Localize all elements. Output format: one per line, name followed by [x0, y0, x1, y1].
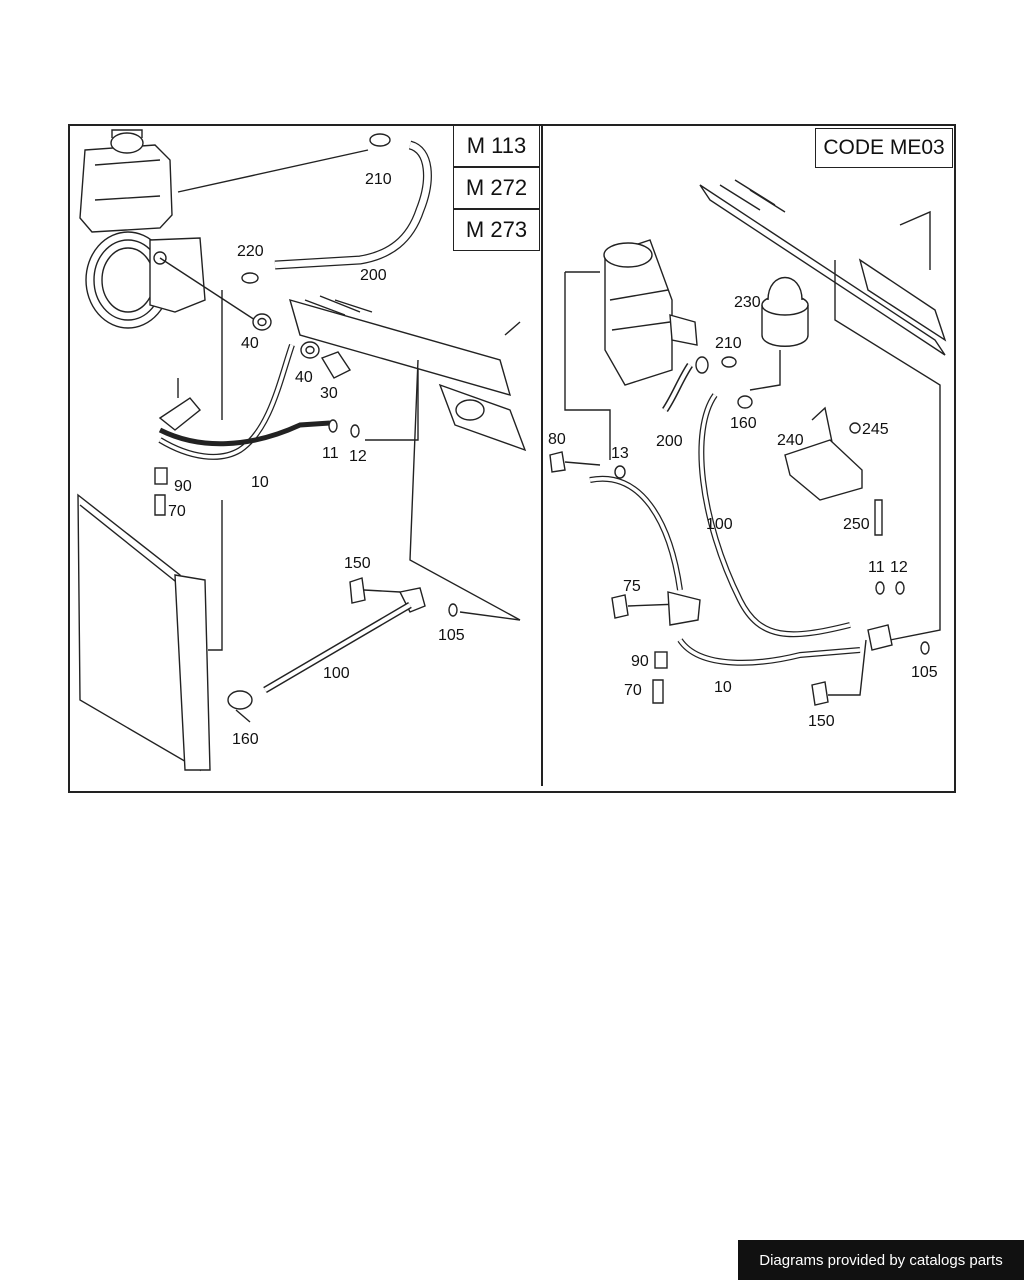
- code-label: CODE ME03: [815, 128, 953, 168]
- callout-12: 12: [349, 448, 367, 465]
- reservoir-right-illustration: [761, 276, 809, 347]
- callout-11: 11: [322, 445, 339, 462]
- left-panel-art: [77, 129, 527, 772]
- pump-left-illustration: [85, 231, 206, 329]
- right-panel-art: [549, 179, 947, 706]
- callout-100: 100: [706, 516, 733, 533]
- callout-75: 75: [623, 578, 641, 595]
- callout-250: 250: [843, 516, 870, 533]
- panel-divider: [541, 126, 543, 786]
- callout-12: 12: [890, 559, 908, 576]
- callout-220: 220: [237, 243, 264, 260]
- callout-240: 240: [777, 432, 804, 449]
- callout-160: 160: [730, 415, 757, 432]
- callout-150: 150: [344, 555, 371, 572]
- callout-230: 230: [734, 294, 761, 311]
- callout-70: 70: [168, 503, 186, 520]
- callouts-left: 210 220 200 40 40 30 11 12 90 70 10 150 …: [168, 171, 465, 748]
- callout-80: 80: [548, 431, 566, 448]
- callout-40: 40: [241, 335, 259, 352]
- callout-160: 160: [232, 731, 259, 748]
- callouts-right: 230 210 160 200 80 13 240 245 100 250 75…: [548, 294, 938, 730]
- callout-105: 105: [911, 664, 938, 681]
- callout-245: 245: [862, 421, 889, 438]
- electric-pump-right-illustration: [603, 239, 698, 386]
- engine-label-m273: M 273: [453, 209, 540, 251]
- callout-210: 210: [365, 171, 392, 188]
- engine-label-m113: M 113: [453, 125, 540, 167]
- callout-100: 100: [323, 665, 350, 682]
- engine-label-m272: M 272: [453, 167, 540, 209]
- callout-40: 40: [295, 369, 313, 386]
- steering-rack-left-illustration: [288, 295, 527, 452]
- callout-90: 90: [174, 478, 192, 495]
- callout-11: 11: [868, 559, 885, 576]
- callout-150: 150: [808, 713, 835, 730]
- callout-70: 70: [624, 682, 642, 699]
- reservoir-left-illustration: [79, 129, 173, 233]
- steering-rack-right-illustration: [699, 179, 947, 356]
- callout-105: 105: [438, 627, 465, 644]
- radiator-left-illustration: [77, 493, 211, 772]
- callout-10: 10: [714, 679, 732, 696]
- callout-30: 30: [320, 385, 338, 402]
- callout-200: 200: [360, 267, 387, 284]
- callout-90: 90: [631, 653, 649, 670]
- callout-13: 13: [611, 445, 629, 462]
- callout-200: 200: [656, 433, 683, 450]
- footer-credit: Diagrams provided by catalogs parts: [738, 1240, 1024, 1280]
- callout-10: 10: [251, 474, 269, 491]
- callout-210: 210: [715, 335, 742, 352]
